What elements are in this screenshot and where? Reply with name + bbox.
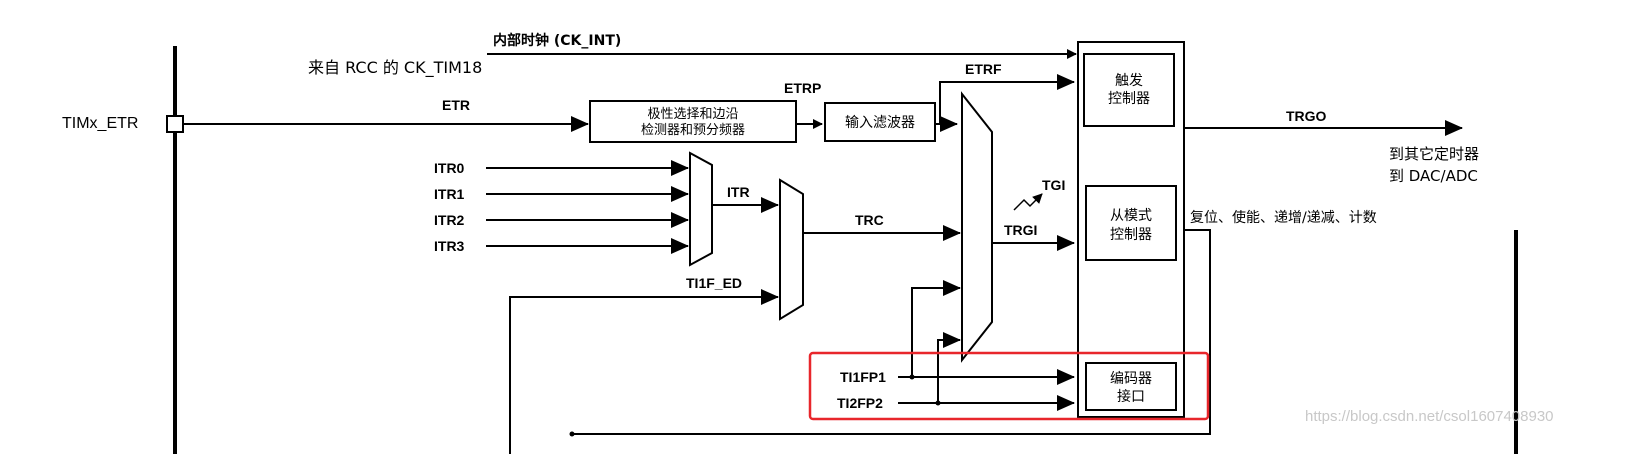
input-filter-block: [824, 102, 936, 142]
etr-label: ETR: [442, 97, 470, 113]
trgo-dest-line1: 到其它定时器: [1389, 145, 1479, 163]
trigger-controller-line2: 控制器: [1108, 91, 1150, 107]
itr1-label: ITR1: [434, 186, 465, 202]
etrf-branch-line: [939, 74, 1075, 124]
itr3-label: ITR3: [434, 238, 465, 254]
feedback-dot: [569, 431, 575, 437]
trigger-controller-line1: 触发: [1115, 73, 1143, 89]
encoder-interface-block: [1085, 362, 1177, 411]
slave-controller-line1: 从模式: [1110, 208, 1152, 224]
slave-controller-block: [1085, 185, 1177, 261]
trgi-label: TRGI: [1004, 222, 1037, 238]
internal-clock-label: 内部时钟 (CK_INT): [493, 32, 621, 49]
etrf-label: ETRF: [965, 61, 1002, 77]
feedback-loop-line: [572, 229, 1211, 435]
ti2fp2-to-mux-line: [937, 332, 961, 403]
trigger-controller-block: [1083, 53, 1175, 127]
ti1fp1-junction: [909, 374, 915, 380]
tgi-arrow: [1013, 193, 1043, 211]
polarity-block-line1: 极性选择和边沿: [647, 107, 738, 122]
polarity-block-line2: 检测器和预分频器: [641, 123, 745, 138]
itr2-label: ITR2: [434, 212, 465, 228]
etr-pin-label: TIMx_ETR: [62, 115, 138, 132]
trgo-dest-line2: 到 DAC/ADC: [1389, 167, 1478, 185]
trc-mux: [779, 178, 804, 321]
watermark: https://blog.csdn.net/csol1607408930: [1305, 408, 1554, 425]
ti1f-ed-line: [509, 289, 779, 454]
ti2fp2-junction: [935, 400, 941, 406]
trgo-label: TRGO: [1286, 108, 1327, 124]
rcc-source-label: 来自 RCC 的 CK_TIM18: [308, 58, 482, 78]
encoder-highlight-box: [808, 351, 1210, 421]
trc-label: TRC: [855, 212, 884, 228]
etrp-label: ETRP: [784, 80, 821, 96]
itr0-label: ITR0: [434, 160, 465, 176]
slave-controller-line2: 控制器: [1110, 227, 1152, 243]
itr-label: ITR: [727, 184, 750, 200]
input-filter-label: 输入滤波器: [845, 115, 915, 131]
ti1fp1-to-mux-line: [911, 280, 961, 377]
trigger-mux: [961, 91, 993, 363]
slave-actions-label: 复位、使能、递增/递减、计数: [1190, 209, 1377, 226]
encoder-interface-line1: 编码器: [1110, 371, 1152, 387]
tgi-label: TGI: [1042, 177, 1065, 193]
ti2fp2-label: TI2FP2: [837, 395, 883, 411]
polarity-block: [589, 100, 797, 143]
itr-mux: [689, 151, 713, 267]
ti1fp1-label: TI1FP1: [840, 369, 886, 385]
etr-pin-square: [166, 115, 184, 133]
ti1f-ed-label: TI1F_ED: [686, 275, 742, 291]
encoder-interface-line2: 接口: [1117, 388, 1145, 405]
